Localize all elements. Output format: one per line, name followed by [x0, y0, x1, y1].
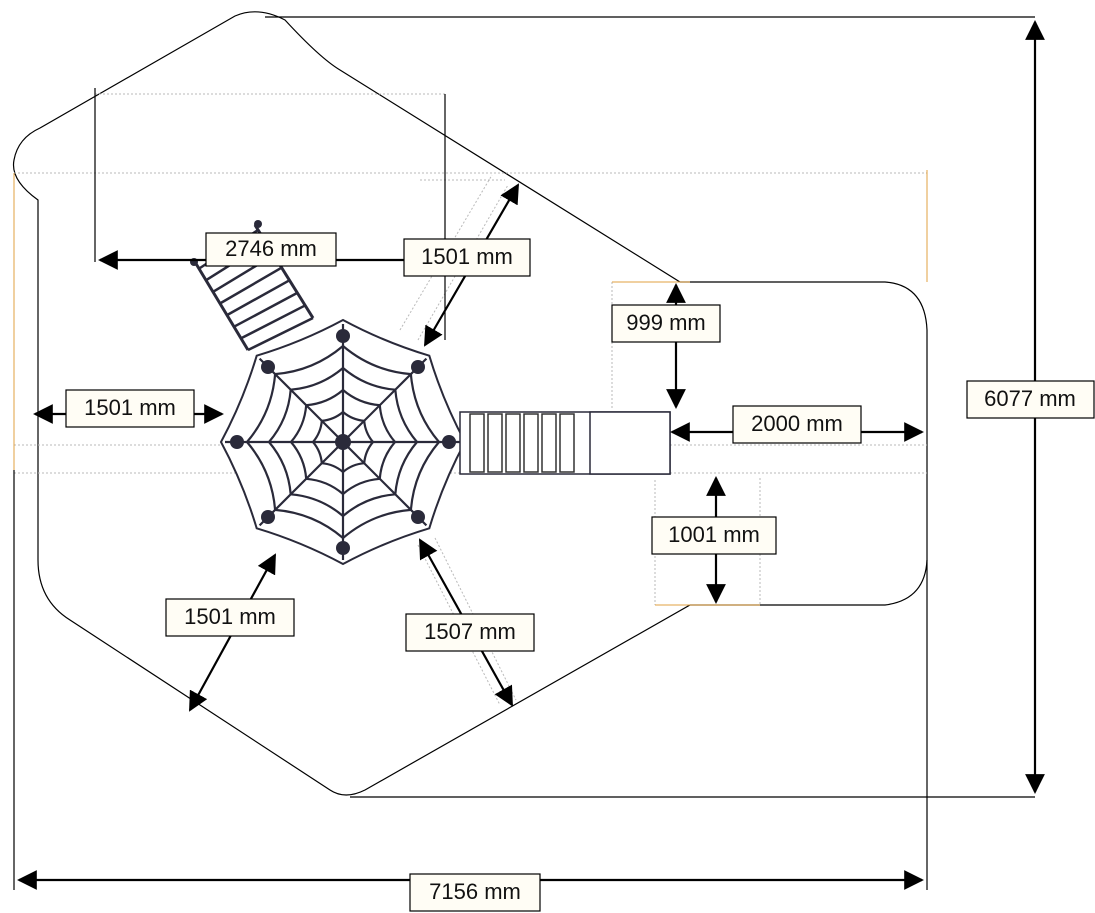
- web-hub: [335, 434, 351, 450]
- svg-text:1501 mm: 1501 mm: [84, 395, 176, 420]
- dim-label-lower-right-clearance: 1507 mm: [405, 613, 535, 652]
- dim-label-top-left-span: 2746 mm: [205, 232, 337, 267]
- slide-step: [541, 413, 557, 473]
- safety-zone-outline: [12, 11, 928, 796]
- spider-web-platform: [219, 318, 467, 566]
- web-ring-thread: [245, 345, 441, 540]
- svg-text:2000 mm: 2000 mm: [751, 411, 843, 436]
- slide-step: [469, 413, 485, 473]
- web-post: [336, 541, 350, 555]
- svg-text:1501 mm: 1501 mm: [421, 244, 513, 269]
- ladder-rung: [247, 316, 314, 352]
- dim-label-lower-left-clearance: 1501 mm: [165, 598, 295, 637]
- ladder-rung: [240, 304, 306, 340]
- dim-label-left-clearance: 1501 mm: [65, 389, 195, 428]
- ladder-rung: [233, 291, 298, 328]
- dim-label-overall-height: 6077 mm: [966, 380, 1095, 419]
- ladder-fixing-point: [254, 220, 262, 228]
- ladder-rung: [226, 279, 291, 316]
- web-post: [261, 510, 275, 524]
- web-radial-thread: [258, 441, 344, 527]
- dim-label-upper-right-clearance: 1501 mm: [403, 238, 531, 277]
- slide-step: [559, 413, 575, 473]
- dim-label-overall-width: 7156 mm: [409, 873, 541, 912]
- web-radial-thread: [342, 357, 428, 443]
- svg-text:6077 mm: 6077 mm: [984, 386, 1076, 411]
- dim-label-slide-end-clearance: 2000 mm: [732, 405, 862, 444]
- svg-text:1501 mm: 1501 mm: [184, 604, 276, 629]
- dim-label-slide-upper-clearance: 999 mm: [611, 304, 721, 343]
- web-ring-thread: [289, 389, 397, 496]
- web-ring-thread: [267, 367, 419, 518]
- web-post: [442, 435, 456, 449]
- web-post: [411, 510, 425, 524]
- slide: [459, 411, 671, 475]
- dim-label-slide-lower-clearance: 1001 mm: [651, 516, 777, 555]
- svg-text:999 mm: 999 mm: [626, 310, 705, 335]
- web-radial-thread: [258, 357, 344, 443]
- web-radial-thread: [342, 441, 428, 527]
- svg-text:1001 mm: 1001 mm: [668, 522, 760, 547]
- web-ring-thread: [311, 411, 375, 474]
- svg-text:1507 mm: 1507 mm: [424, 619, 516, 644]
- web-posts: [230, 329, 456, 555]
- slide-step: [487, 413, 503, 473]
- web-post: [336, 329, 350, 343]
- ladder-rung: [219, 266, 283, 305]
- slide-step: [505, 413, 521, 473]
- web-post: [230, 435, 244, 449]
- web-post: [261, 360, 275, 374]
- web-post: [411, 360, 425, 374]
- svg-text:7156 mm: 7156 mm: [429, 879, 521, 904]
- svg-text:2746 mm: 2746 mm: [225, 236, 317, 261]
- slide-step: [523, 413, 539, 473]
- guide-lines: [13, 93, 928, 606]
- web-threads: [225, 324, 461, 560]
